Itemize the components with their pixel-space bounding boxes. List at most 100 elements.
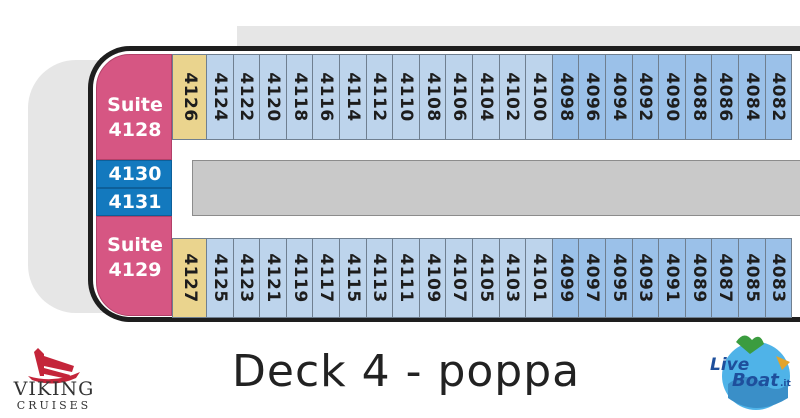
cabin-number: 4082: [768, 72, 789, 122]
cabin-4126[interactable]: 4126: [172, 54, 207, 140]
cabin-4085[interactable]: 4085: [738, 238, 766, 318]
cabin-4094[interactable]: 4094: [605, 54, 633, 140]
cabin-4099[interactable]: 4099: [551, 238, 580, 318]
cabin-number: 4083: [768, 253, 789, 303]
svg-text:.it: .it: [780, 379, 792, 389]
cabin-number: 4112: [369, 72, 390, 122]
cabin-number: 4096: [582, 72, 603, 122]
cabin-number: 4103: [502, 253, 523, 303]
cabin-4097[interactable]: 4097: [578, 238, 606, 318]
cabin-4113[interactable]: 4113: [365, 238, 394, 318]
cabin-4105[interactable]: 4105: [472, 238, 500, 318]
cabin-4112[interactable]: 4112: [365, 54, 394, 140]
cabin-4092[interactable]: 4092: [631, 54, 660, 140]
cabin-4091[interactable]: 4091: [658, 238, 686, 318]
cabin-4088[interactable]: 4088: [684, 54, 713, 140]
cabin-number: 4092: [635, 72, 656, 122]
cabin-4109[interactable]: 4109: [418, 238, 447, 318]
cabin-4100[interactable]: 4100: [525, 54, 553, 140]
cabin-4123[interactable]: 4123: [232, 238, 261, 318]
cabin-number: 4086: [715, 72, 736, 122]
cabin-4089[interactable]: 4089: [684, 238, 713, 318]
cabin-4116[interactable]: 4116: [312, 54, 340, 140]
cabin-number: 4122: [236, 72, 257, 122]
cabin-number: 4121: [262, 253, 283, 303]
cabin-number: 4127: [179, 253, 200, 303]
cabin-4119[interactable]: 4119: [285, 238, 314, 318]
cabin-4095[interactable]: 4095: [605, 238, 633, 318]
cabin-4111[interactable]: 4111: [392, 238, 420, 318]
cabin-4110[interactable]: 4110: [392, 54, 420, 140]
cabin-4131-label: 4131: [108, 191, 162, 213]
cabin-4117[interactable]: 4117: [312, 238, 340, 318]
suite-4129[interactable]: Suite 4129: [96, 216, 172, 316]
suite-4128-word: Suite: [107, 94, 163, 116]
cabin-4114[interactable]: 4114: [339, 54, 367, 140]
cabin-4082[interactable]: 4082: [764, 54, 793, 140]
cabin-number: 4095: [608, 253, 629, 303]
cabin-number: 4125: [209, 253, 230, 303]
cabin-number: 4102: [502, 72, 523, 122]
cabin-number: 4090: [661, 72, 682, 122]
suite-4128-number: 4128: [108, 119, 162, 141]
suite-4129-word: Suite: [107, 234, 163, 256]
viking-ship-icon: [28, 348, 80, 384]
cabin-4120[interactable]: 4120: [259, 54, 287, 140]
cabin-4090[interactable]: 4090: [658, 54, 686, 140]
cabin-number: 4087: [715, 253, 736, 303]
cabin-4104[interactable]: 4104: [472, 54, 500, 140]
cabin-4106[interactable]: 4106: [445, 54, 473, 140]
cabin-number: 4097: [582, 253, 603, 303]
cabin-number: 4098: [555, 72, 576, 122]
cabin-4118[interactable]: 4118: [285, 54, 314, 140]
cabin-number: 4099: [555, 253, 576, 303]
cabin-number: 4117: [316, 253, 337, 303]
cabin-number: 4106: [449, 72, 470, 122]
cabin-number: 4111: [395, 253, 416, 303]
cabin-number: 4115: [342, 253, 363, 303]
cabin-4131[interactable]: 4131: [96, 188, 172, 216]
cabin-number: 4110: [395, 72, 416, 122]
cabin-4122[interactable]: 4122: [232, 54, 261, 140]
cabin-4084[interactable]: 4084: [738, 54, 766, 140]
cabin-4087[interactable]: 4087: [711, 238, 739, 318]
cabin-number: 4085: [741, 253, 762, 303]
cabin-number: 4101: [528, 253, 549, 303]
cabin-4130[interactable]: 4130: [96, 160, 172, 188]
cabin-number: 4114: [342, 72, 363, 122]
cabin-number: 4094: [608, 72, 629, 122]
suite-4128[interactable]: Suite 4128: [96, 54, 172, 160]
cabin-4093[interactable]: 4093: [631, 238, 660, 318]
central-corridor: [192, 160, 800, 216]
viking-brand-name: VIKING: [13, 378, 95, 400]
cabin-4124[interactable]: 4124: [206, 54, 234, 140]
cabin-4107[interactable]: 4107: [445, 238, 473, 318]
cabin-4103[interactable]: 4103: [498, 238, 527, 318]
cabin-number: 4091: [661, 253, 682, 303]
cabin-number: 4113: [369, 253, 390, 303]
viking-tagline: CRUISES: [16, 399, 92, 412]
cabin-number: 4124: [209, 72, 230, 122]
cabin-4121[interactable]: 4121: [259, 238, 287, 318]
cabin-4098[interactable]: 4098: [551, 54, 580, 140]
cabin-number: 4089: [688, 253, 709, 303]
cabin-number: 4093: [635, 253, 656, 303]
cabin-number: 4100: [528, 72, 549, 122]
cabin-number: 4126: [179, 72, 200, 122]
cabin-4083[interactable]: 4083: [764, 238, 793, 318]
cabin-4102[interactable]: 4102: [498, 54, 527, 140]
cabin-4096[interactable]: 4096: [578, 54, 606, 140]
liveboat-logo-icon: Live Boat .it: [710, 335, 792, 410]
svg-text:Live: Live: [710, 355, 749, 375]
cabin-4101[interactable]: 4101: [525, 238, 553, 318]
cabin-4086[interactable]: 4086: [711, 54, 739, 140]
cabin-number: 4088: [688, 72, 709, 122]
suite-4129-label: Suite 4129: [97, 233, 173, 283]
cabin-4125[interactable]: 4125: [206, 238, 234, 318]
cabin-number: 4118: [289, 72, 310, 122]
cabin-4127[interactable]: 4127: [172, 238, 207, 318]
cabin-4115[interactable]: 4115: [339, 238, 367, 318]
cabin-number: 4108: [422, 72, 443, 122]
cabin-4108[interactable]: 4108: [418, 54, 447, 140]
